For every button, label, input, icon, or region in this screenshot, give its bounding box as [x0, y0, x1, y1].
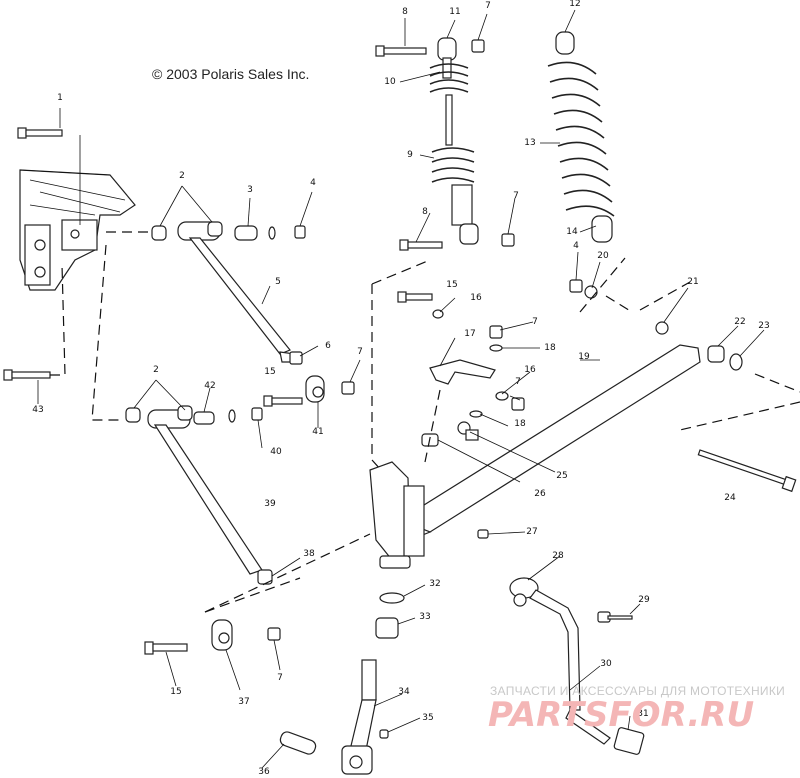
callout-c8b: 8 [422, 207, 428, 217]
callout-c3: 3 [247, 185, 253, 195]
callout-c7b: 7 [513, 191, 519, 201]
callout-c32: 32 [429, 579, 441, 589]
lower-a-arm-39 [125, 405, 273, 585]
callout-c29: 29 [638, 595, 650, 605]
shock-absorber-left [375, 37, 515, 251]
bolt-24 [697, 449, 797, 493]
callout-c25: 25 [556, 471, 568, 481]
callout-c16b: 16 [524, 365, 536, 375]
callout-c12: 12 [569, 0, 581, 9]
callout-c15a: 15 [446, 280, 458, 290]
callout-c14: 14 [566, 227, 578, 237]
callout-c10: 10 [384, 77, 396, 87]
watermark-logo: PARTSFOR.RU [488, 695, 754, 734]
callout-c7c: 7 [357, 347, 363, 357]
bushing-33 [375, 617, 399, 639]
knuckle-body [369, 461, 425, 569]
callout-c40: 40 [270, 447, 282, 457]
copyright-notice: © 2003 Polaris Sales Inc. [152, 66, 310, 82]
callout-c19: 19 [578, 352, 590, 362]
callout-c43: 43 [32, 405, 44, 415]
callout-c4a: 4 [310, 178, 316, 188]
rod-end-41 [305, 375, 325, 403]
nut-7-mid [469, 325, 525, 418]
callout-c8a: 8 [402, 7, 408, 17]
upper-a-arm-5 [151, 221, 296, 363]
bolt-15-upper [263, 395, 303, 407]
callout-c35: 35 [422, 713, 434, 723]
callout-c27: 27 [526, 527, 538, 537]
callout-c5: 5 [275, 277, 281, 287]
nut-6 [289, 351, 303, 365]
bushing-42 [193, 407, 263, 425]
callout-c7f: 7 [277, 673, 283, 683]
callout-c4b: 4 [573, 241, 579, 251]
callout-c24: 24 [724, 493, 736, 503]
nut-7-side [341, 381, 355, 395]
callout-c9: 9 [407, 150, 413, 160]
callout-c7d: 7 [532, 317, 538, 327]
callout-c36: 36 [258, 767, 270, 777]
ball-joint-25 [457, 421, 479, 441]
callout-c18b: 18 [514, 419, 526, 429]
ski-spindle-34 [341, 659, 377, 775]
callout-c7e: 7 [515, 377, 521, 387]
shock-absorber-right [547, 31, 615, 243]
callout-c23: 23 [758, 321, 770, 331]
callout-c38: 38 [303, 549, 315, 559]
grease-fitting-27 [477, 529, 489, 539]
callout-c22: 22 [734, 317, 746, 327]
callout-c6: 6 [325, 341, 331, 351]
bracket-17 [429, 359, 496, 385]
callout-c42: 42 [204, 381, 216, 391]
callout-c33: 33 [419, 612, 431, 622]
callout-c41: 41 [312, 427, 324, 437]
callout-c31: 31 [637, 709, 649, 719]
callout-c2b: 2 [153, 365, 159, 375]
bolt-1 [17, 127, 63, 139]
bolt-43 [3, 369, 51, 381]
callout-c13: 13 [524, 138, 536, 148]
callout-c17: 17 [464, 329, 476, 339]
hardware-trailing-arm-front [569, 279, 743, 371]
rod-end-37 [211, 619, 233, 651]
callout-c39: 39 [264, 499, 276, 509]
callout-c37: 37 [238, 697, 250, 707]
bolt-15-mid [397, 291, 444, 319]
steering-linkage [509, 577, 645, 755]
callout-c2a: 2 [179, 171, 185, 181]
callout-c26: 26 [534, 489, 546, 499]
callout-c1: 1 [57, 93, 63, 103]
frame-section [19, 169, 136, 291]
callout-c28: 28 [552, 551, 564, 561]
grease-fitting-35 [379, 729, 389, 739]
callout-c20: 20 [597, 251, 609, 261]
callout-c18a: 18 [544, 343, 556, 353]
nut-7-lower [267, 627, 281, 641]
callout-c16a: 16 [470, 293, 482, 303]
pin-36 [279, 731, 317, 755]
callout-c15c: 15 [170, 687, 182, 697]
bolt-15-lower [144, 641, 188, 655]
callout-c34: 34 [398, 687, 410, 697]
snap-ring-32 [379, 592, 405, 604]
leader-lines [37, 9, 765, 769]
watermark-logo-text: PARTSFOR.RU [488, 695, 754, 734]
callout-c21: 21 [687, 277, 699, 287]
pin-3 [234, 225, 306, 241]
callout-c11: 11 [449, 7, 461, 17]
callout-c7a: 7 [485, 1, 491, 11]
callout-c15b: 15 [264, 367, 276, 377]
watermark-tagline: ЗАПЧАСТИ И АКСЕССУАРЫ ДЛЯ МОТОТЕХНИКИ [490, 684, 786, 698]
callout-c30: 30 [600, 659, 612, 669]
